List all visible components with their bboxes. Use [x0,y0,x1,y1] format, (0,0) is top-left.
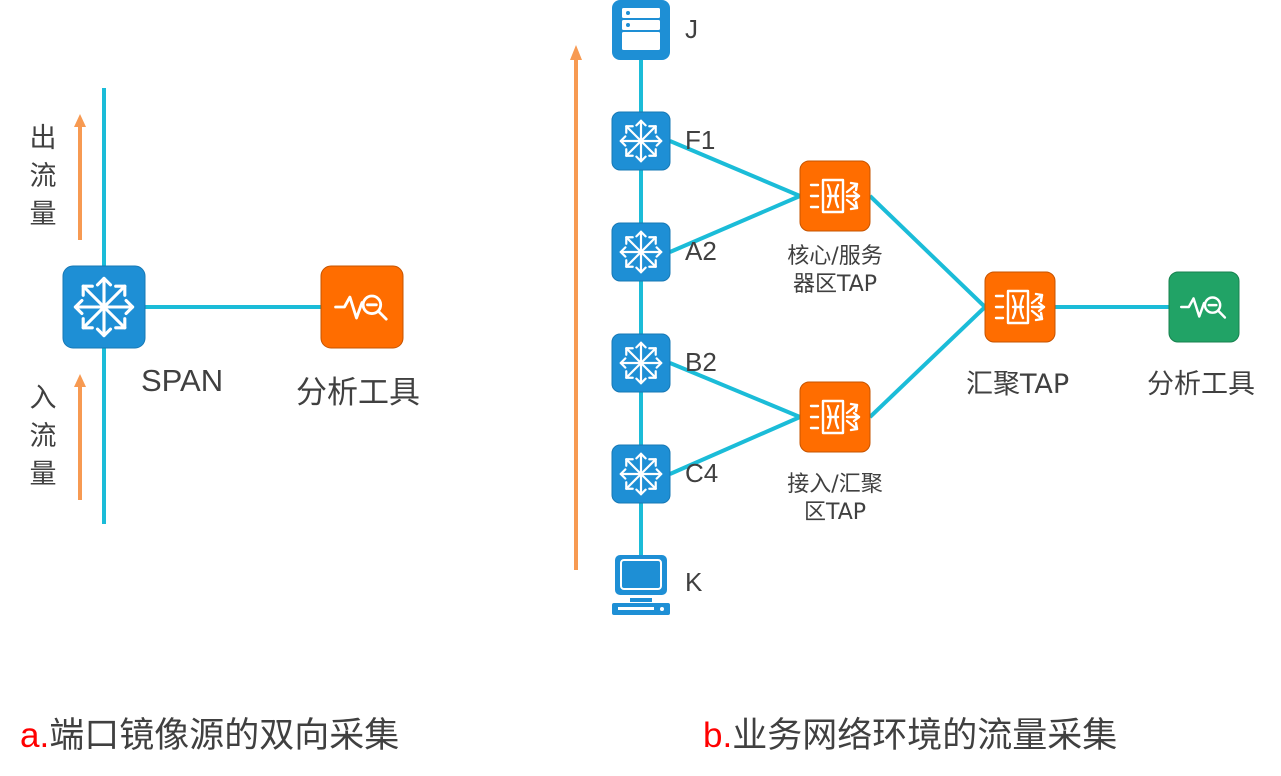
span-switch[interactable] [62,265,146,349]
node-access-tap[interactable] [799,381,871,453]
link-core-tap-agg-tap [868,194,987,309]
panel-b [570,0,1240,615]
caption-b-text: 业务网络环境的流量采集 [732,716,1118,756]
agg-tap-label: 汇聚TAP [966,369,1070,400]
out-traffic-arrow [74,114,86,240]
core-tap-label-line1: 核心/服务 [787,244,883,269]
caption-b: b.业务网络环境的流量采集 [703,707,1117,758]
switch-icon [619,119,663,163]
pc-icon [612,555,670,615]
node-label-a2: A2 [685,236,717,266]
in-traffic-char: 流 [29,421,57,452]
analysis-tool-a-label: 分析工具 [296,375,420,411]
in-traffic-char: 量 [29,459,57,490]
node-label-b2: B2 [685,347,717,377]
in-traffic-char: 入 [29,383,57,414]
access-tap-label: 接入/汇聚 区TAP [765,471,905,527]
analysis-tool-b-label: 分析工具 [1147,369,1255,400]
node-agg-tap[interactable] [984,271,1056,343]
node-a2[interactable] [611,222,671,282]
out-traffic-char: 出 [29,123,57,154]
node-tool[interactable] [1168,271,1240,343]
link-access-tap-agg-tap [868,305,987,419]
caption-a-text: 端口镜像源的双向采集 [49,716,400,756]
panel-a [62,88,404,524]
analysis-tool-a[interactable] [320,265,404,349]
caption-a: a.端口镜像源的双向采集 [20,707,399,758]
node-f1[interactable] [611,111,671,171]
switch-icon [619,341,663,385]
core-tap-label: 核心/服务 器区TAP [765,243,905,299]
span-label: SPAN [141,363,224,398]
access-tap-label-line2: 区TAP [803,500,867,525]
node-label-c4: C4 [685,458,719,488]
flow-direction-arrow [570,45,582,570]
in-traffic-arrow [74,374,86,500]
caption-b-prefix: b. [703,716,733,755]
link-f1-core-tap [669,139,801,198]
out-traffic-char: 量 [29,199,57,230]
node-label-k: K [685,567,703,597]
out-traffic-label: 出 流 量 [28,120,58,234]
link-b2-access-tap [669,361,801,419]
in-traffic-label: 入 流 量 [28,380,58,494]
node-core-tap[interactable] [799,160,871,232]
caption-a-prefix: a. [20,716,50,755]
core-tap-label-line2: 器区TAP [792,272,878,297]
switch-icon [73,276,135,338]
switch-icon [619,230,663,274]
switch-icon [619,452,663,496]
server-icon [622,8,660,50]
node-k[interactable] [612,555,670,615]
node-label-f1: F1 [685,125,716,155]
access-tap-label-line1: 接入/汇聚 [787,472,883,497]
link-c4-access-tap [669,415,801,476]
node-c4[interactable] [611,444,671,504]
node-label-j: J [685,14,698,44]
out-traffic-char: 流 [29,161,57,192]
link-a2-core-tap [669,194,801,254]
node-j[interactable] [612,0,670,60]
node-b2[interactable] [611,333,671,393]
